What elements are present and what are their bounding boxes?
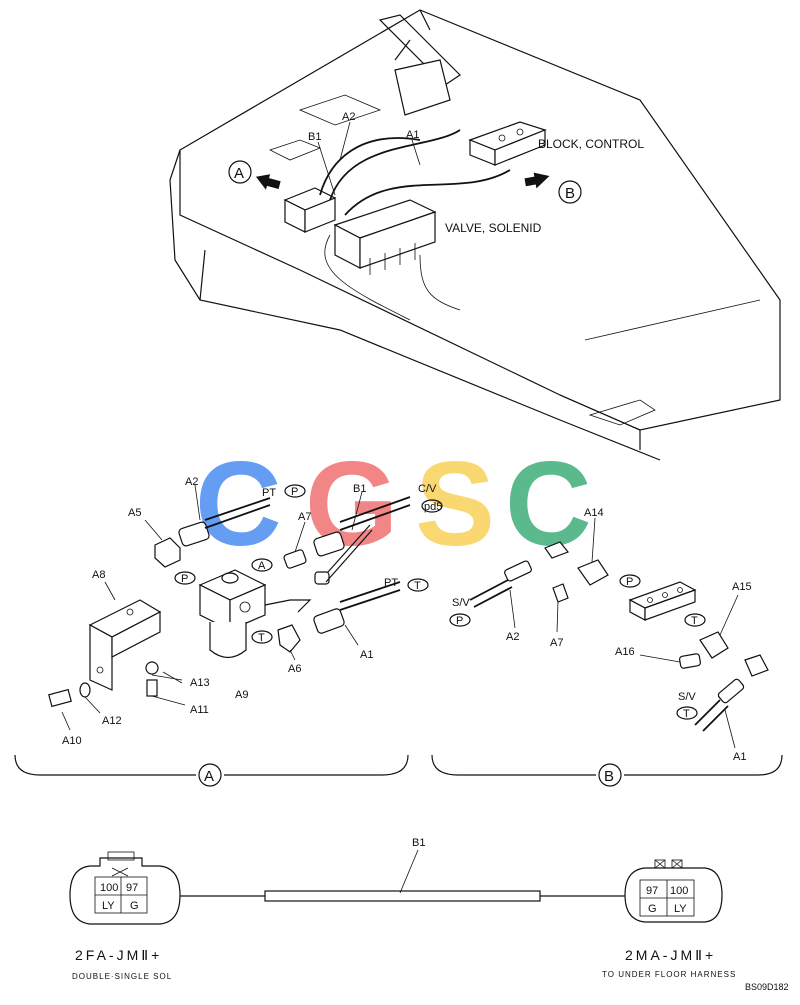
label-block-control: BLOCK, CONTROL bbox=[538, 137, 644, 151]
port-p-1: P bbox=[291, 486, 298, 498]
watermark-letter: S bbox=[415, 437, 495, 571]
left-connector: 100 LY 97 G bbox=[69, 851, 181, 925]
bracket-b-letter: B bbox=[604, 768, 614, 785]
wire-harness: 100 LY 97 G B1 97 G 100 LY 2FA-JMⅡ+ DOUB… bbox=[69, 837, 736, 981]
label-a7: A7 bbox=[550, 637, 563, 649]
label-a14: A14 bbox=[584, 507, 604, 519]
right-pin2-number: 100 bbox=[670, 885, 688, 897]
left-pin1-color: LY bbox=[102, 900, 115, 912]
label-b1: B1 bbox=[353, 483, 366, 495]
port-p-2: P bbox=[181, 573, 188, 585]
label-a1: A1 bbox=[733, 751, 746, 763]
view-a-letter: A bbox=[234, 165, 244, 182]
detail-brackets: A B bbox=[14, 754, 783, 787]
label-a16: A16 bbox=[615, 646, 635, 658]
right-connector-desc: TO UNDER FLOOR HARNESS bbox=[602, 970, 736, 979]
drawing-code: BS09D182 bbox=[745, 982, 789, 992]
callout-top-b1: B1 bbox=[308, 131, 321, 143]
right-pin1-number: 97 bbox=[646, 885, 658, 897]
port-a: A bbox=[258, 560, 266, 572]
label-a11: A11 bbox=[190, 704, 209, 716]
top-assembly-view: A2 A1 B1 BLOCK, CONTROL VALVE, SOLENID A… bbox=[169, 9, 781, 461]
label-a8: A8 bbox=[92, 569, 105, 581]
port-pd5: pd5 bbox=[424, 501, 442, 513]
port-t-2: T bbox=[683, 708, 690, 720]
label-a10: A10 bbox=[62, 735, 82, 747]
watermark: C G S C bbox=[195, 437, 592, 571]
watermark-letter: C bbox=[195, 437, 282, 571]
wire-label-b1: B1 bbox=[412, 837, 425, 849]
label-valve-solenid: VALVE, SOLENID bbox=[445, 221, 542, 235]
bracket-a-letter: A bbox=[204, 768, 214, 785]
callout-top-a2: A2 bbox=[342, 111, 355, 123]
label-a6: A6 bbox=[288, 663, 301, 675]
left-connector-desc: DOUBLE·SINGLE SOL bbox=[72, 972, 172, 981]
port-t-1: T bbox=[691, 615, 698, 627]
left-connector-name: 2FA-JMⅡ+ bbox=[75, 947, 162, 963]
port-t-2: T bbox=[258, 632, 265, 644]
right-pin1-color: G bbox=[648, 903, 657, 915]
label-a13: A13 bbox=[190, 677, 210, 689]
label-sv-t: S/V bbox=[678, 691, 696, 703]
label-a12: A12 bbox=[102, 715, 122, 727]
view-b-letter: B bbox=[565, 185, 575, 202]
label-a9: A9 bbox=[235, 689, 248, 701]
label-a2: A2 bbox=[506, 631, 519, 643]
left-pin2-color: G bbox=[130, 900, 139, 912]
label-a15: A15 bbox=[732, 581, 752, 593]
callout-top-a1: A1 bbox=[406, 129, 419, 141]
view-b-marker bbox=[558, 180, 582, 204]
detail-b: A14 P S/V P A2 A7 A15 T A16 S/V T A1 bbox=[449, 507, 769, 763]
left-pin1-number: 100 bbox=[100, 882, 118, 894]
detail-a: A2 PT P B1 C/V pd5 A5 A7 P A A8 PT T T A… bbox=[48, 476, 443, 747]
right-connector: 97 G 100 LY bbox=[624, 859, 723, 923]
right-pin2-color: LY bbox=[674, 903, 687, 915]
label-sv-p: S/V bbox=[452, 597, 470, 609]
label-a5: A5 bbox=[128, 507, 141, 519]
right-connector-name: 2MA-JMⅡ+ bbox=[625, 947, 716, 963]
port-p-2: P bbox=[456, 615, 463, 627]
label-cv: C/V bbox=[418, 483, 437, 495]
port-t-1: T bbox=[414, 580, 421, 592]
view-a-marker bbox=[228, 160, 252, 184]
left-pin2-number: 97 bbox=[126, 882, 138, 894]
label-a1: A1 bbox=[360, 649, 373, 661]
label-pt-t: PT bbox=[384, 577, 398, 589]
label-pt-p: PT bbox=[262, 487, 276, 499]
label-a2: A2 bbox=[185, 476, 198, 488]
label-a7: A7 bbox=[298, 511, 311, 523]
port-p-1: P bbox=[626, 576, 633, 588]
